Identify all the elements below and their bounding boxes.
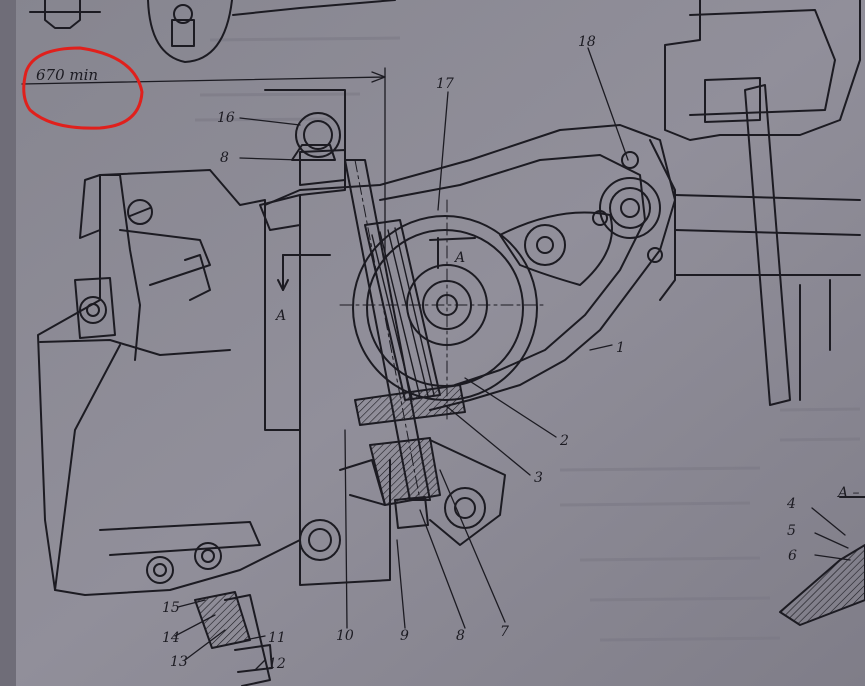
lower-eye (299, 519, 341, 561)
housing-nut (79, 296, 107, 324)
housing-inner-line (54, 344, 121, 591)
housing-screw-slot (129, 207, 151, 217)
print-through-text (194, 36, 861, 642)
dimension-label: 670 min (36, 66, 98, 84)
lower-eye-inner (308, 528, 332, 552)
housing-lower-flange (99, 521, 261, 556)
lower-left-spring (194, 591, 251, 649)
top-hub-bolt-head (173, 4, 193, 24)
callout-11: 11 (268, 630, 286, 646)
section-detail (779, 544, 865, 626)
housing-tab (184, 254, 211, 301)
callout-4: 4 (786, 496, 796, 512)
top-hub (147, 0, 233, 63)
housing-flange (79, 174, 101, 239)
section-marker-left: A (274, 308, 286, 324)
page-binding-shadow (0, 0, 16, 686)
callout-14: 14 (162, 630, 180, 646)
lower-nut-right (194, 542, 222, 570)
pivot-bolt-head (620, 198, 640, 218)
callout-9: 9 (400, 628, 409, 644)
housing-edge (99, 174, 141, 361)
upper-eye-inner (303, 120, 333, 150)
lower-nut-right-inner (201, 549, 215, 563)
callout-leaders (174, 47, 629, 671)
pivot-screw-top (621, 151, 639, 169)
control-arm-web (499, 211, 613, 286)
callout-13: 13 (170, 654, 188, 670)
callout-8-top: 8 (220, 150, 229, 166)
top-left-fitting (44, 0, 81, 29)
kingpin (344, 159, 431, 501)
pivot-screw-bottom (647, 247, 663, 263)
highlight-circle (22, 46, 144, 130)
steering-box-inner (689, 9, 836, 116)
callout-15: 15 (162, 600, 180, 616)
lower-nut-left (146, 556, 174, 584)
lower-nut-left-inner (153, 563, 167, 577)
callout-2: 2 (559, 433, 569, 449)
lower-clamp (354, 384, 466, 426)
top-hub-bolt (171, 19, 195, 47)
section-arrow-left-head (277, 279, 289, 291)
housing-nut-inner (86, 303, 100, 317)
callout-6: 6 (788, 548, 797, 564)
housing-contour (39, 339, 231, 356)
section-cut-label: A – (836, 485, 860, 501)
callout-3: 3 (534, 470, 543, 486)
housing-boss (74, 277, 116, 339)
lower-lever-7 (429, 439, 506, 546)
steering-box (664, 0, 861, 141)
callout-8-bottom: 8 (456, 628, 465, 644)
housing-bracket (119, 229, 211, 286)
callout-5: 5 (787, 523, 796, 539)
steering-shaft (744, 84, 791, 406)
housing-screw (127, 199, 153, 225)
arm-pivot-hole (536, 236, 554, 254)
upper-eye (295, 112, 341, 158)
callout-7: 7 (500, 624, 509, 640)
callout-17: 17 (436, 76, 454, 92)
top-line (232, 0, 396, 16)
callout-12: 12 (268, 656, 286, 672)
spring-leaves (371, 227, 435, 399)
frame-verticals (799, 279, 831, 401)
frame-rails (674, 194, 861, 276)
brake-drum-inner (366, 229, 524, 387)
callout-1: 1 (616, 340, 625, 356)
frame-bracket (649, 139, 676, 301)
upper-bracket (259, 194, 301, 231)
callout-16: 16 (217, 110, 235, 126)
callout-10: 10 (336, 628, 354, 644)
line-art (21, 0, 865, 686)
upper-nut-block (299, 149, 346, 186)
lower-bracket-left (339, 459, 386, 506)
dimension-line (21, 76, 386, 85)
pivot-bushing (609, 187, 651, 229)
callout-labels: 16 8 17 18 1 2 3 4 5 6 7 8 9 10 11 12 13… (162, 34, 797, 672)
lower-nut (394, 496, 429, 529)
pivot-screw-left (592, 210, 608, 226)
section-marker-right: A (453, 250, 465, 266)
callout-18: 18 (578, 34, 596, 50)
section-leaders (811, 507, 851, 561)
upper-nut-8 (291, 144, 336, 161)
lower-lever-eye-inner (454, 497, 476, 519)
pivot-bushing-outer (599, 177, 661, 239)
steering-box-block (704, 77, 761, 123)
arm-pivot-boss (524, 224, 566, 266)
